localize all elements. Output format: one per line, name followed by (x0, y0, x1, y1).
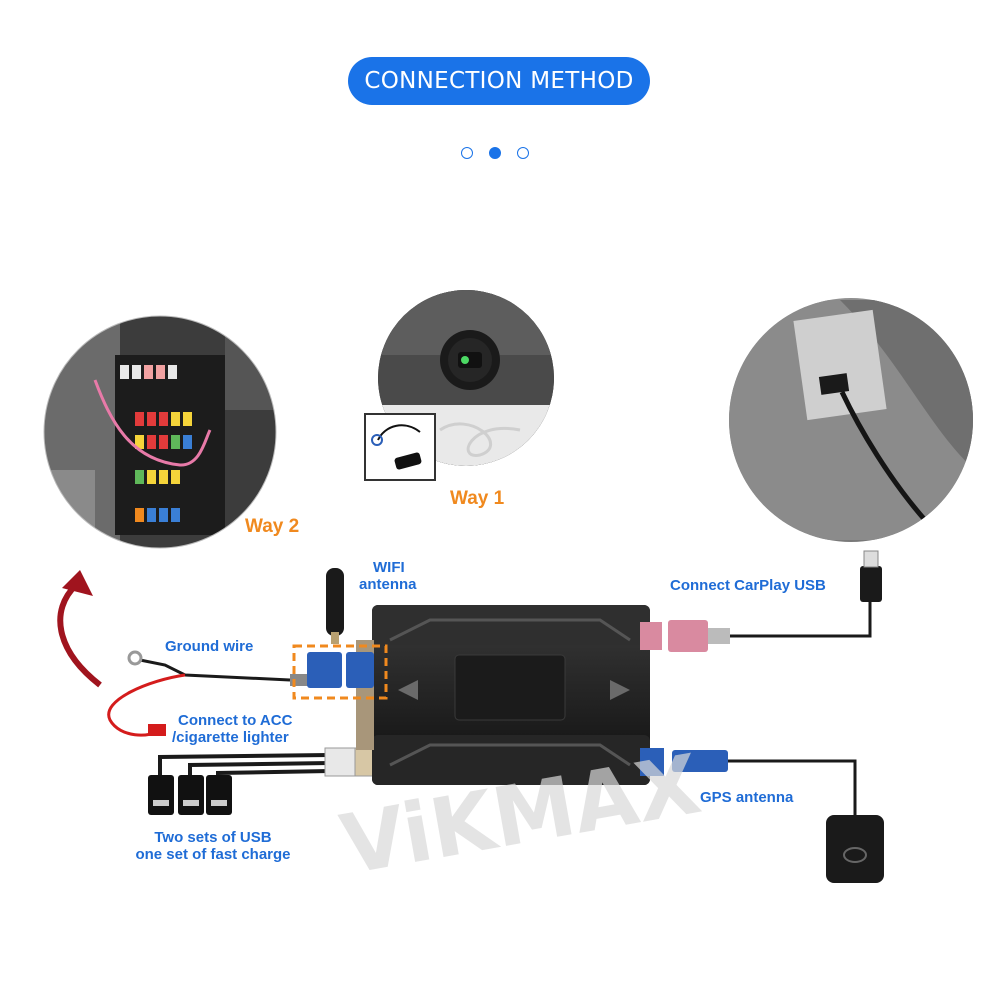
gps-antenna-label: GPS antenna (700, 789, 794, 806)
cigarette-lighter-photo (364, 290, 554, 481)
wifi-antenna-icon (326, 568, 344, 644)
curved-red-arrow (57, 582, 102, 688)
connect-acc-label-line2: /cigarette lighter (172, 729, 289, 746)
usb-plugs (148, 775, 232, 815)
carplay-box (356, 605, 650, 785)
wifi-antenna-label: WIFI antenna (359, 559, 417, 593)
usb-sets-label-line2: one set of fast charge (135, 846, 291, 863)
section-title: CONNECTION METHOD (348, 57, 650, 105)
carousel-dot-3[interactable] (517, 147, 529, 159)
way-1-label: Way 1 (450, 488, 505, 509)
wifi-antenna-label-line2: antenna (359, 576, 417, 593)
left-blue-connectors (290, 652, 374, 688)
carplay-usb-connector (640, 550, 882, 652)
acc-fuse-tap (148, 724, 166, 736)
gps-antenna-connector (640, 748, 884, 883)
connect-acc-label: Connect to ACC /cigarette lighter (172, 712, 292, 746)
usb-port-photo (729, 298, 973, 542)
fuse-box-photo (43, 315, 277, 549)
ground-wire (127, 650, 291, 682)
way-2-label: Way 2 (245, 516, 300, 537)
usb-cables (158, 753, 331, 775)
usb-sets-label: Two sets of USB one set of fast charge (128, 829, 298, 863)
ground-wire-label: Ground wire (165, 638, 254, 655)
usb-header-connectors (324, 747, 374, 777)
acc-red-wire (107, 673, 186, 737)
arrowhead (62, 570, 93, 596)
carousel-dot-1[interactable] (461, 147, 473, 159)
usb-sets-label-line1: Two sets of USB (154, 829, 272, 846)
carousel-dots (461, 147, 529, 159)
connect-acc-label-line1: Connect to ACC (178, 712, 293, 729)
wifi-antenna-label-line1: WIFI (373, 559, 405, 576)
dashed-highlight-box (292, 644, 388, 700)
carousel-dot-2[interactable] (489, 147, 501, 159)
connect-carplay-usb-label: Connect CarPlay USB (670, 577, 826, 594)
